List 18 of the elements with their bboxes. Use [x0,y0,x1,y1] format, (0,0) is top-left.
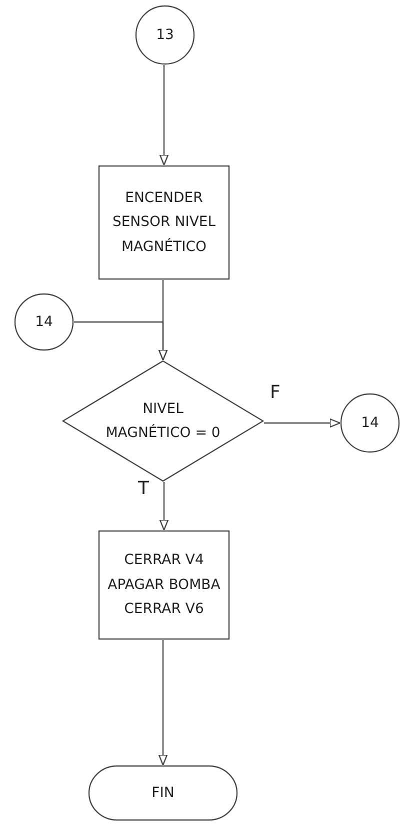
arrow [158,640,168,766]
connector-circle [340,393,400,453]
process-box [98,165,230,280]
arrow [264,418,341,428]
arrow [74,321,168,361]
node-text: 14 [35,312,53,332]
node-text: 14 [361,414,379,433]
node-text: ENCENDER SENSOR NIVEL MAGNÉTICO [111,188,217,257]
process-box [98,530,230,640]
node-text: 13 [156,26,174,45]
arrow [159,65,169,166]
node-text: CERRAR V4 APAGAR BOMBA CERRAR V6 [106,551,222,620]
node-text: NIVEL MAGNÉTICO = 0 [104,400,222,443]
connector-circle [135,5,195,65]
node-text: FIN [152,784,174,803]
arrow [159,482,169,531]
connector-circle [14,293,74,351]
decision-diamond [62,360,264,482]
